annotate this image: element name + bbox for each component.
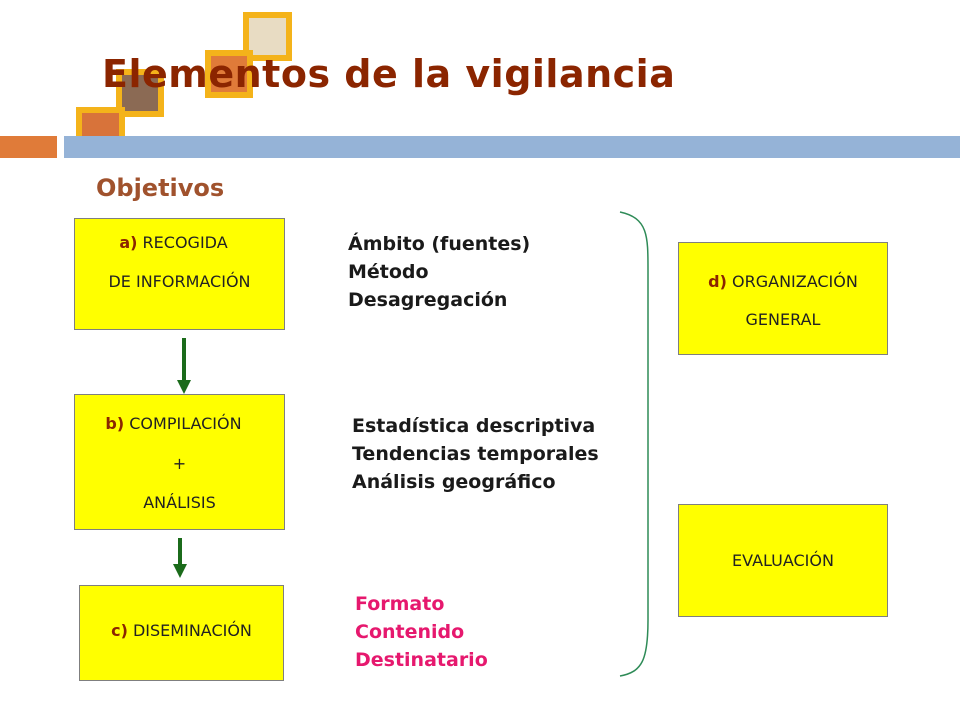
header-bar-orange	[0, 136, 57, 158]
list-item: Desagregación	[348, 289, 508, 311]
list-item: Formato	[355, 593, 445, 615]
box-organizacion-prefix: d)	[708, 272, 727, 291]
page-subtitle: Objetivos	[96, 174, 225, 202]
box-diseminacion-line1: DISEMINACIÓN	[132, 621, 252, 640]
page-title: Elementos de la vigilancia	[102, 52, 676, 96]
list-item: Tendencias temporales	[352, 443, 599, 465]
box-recogida: a) RECOGIDA DE INFORMACIÓN	[74, 218, 285, 330]
list-diseminacion: Formato Contenido Destinatario	[355, 590, 488, 674]
box-compilacion-line2: +	[172, 454, 187, 473]
list-item: Método	[348, 261, 429, 283]
list-recogida: Ámbito (fuentes) Método Desagregación	[348, 230, 530, 314]
list-item: Destinatario	[355, 649, 488, 671]
box-recogida-line2: DE INFORMACIÓN	[108, 272, 251, 291]
arrow-down-1	[177, 338, 191, 394]
box-diseminacion-prefix: c)	[111, 621, 128, 640]
box-evaluacion: EVALUACIÓN	[678, 504, 888, 617]
box-recogida-prefix: a)	[119, 233, 138, 252]
right-bracket	[619, 211, 649, 677]
list-item: Análisis geográfico	[352, 471, 556, 493]
box-organizacion: d) ORGANIZACIÓN GENERAL	[678, 242, 888, 355]
box-compilacion-prefix: b)	[105, 414, 125, 433]
box-evaluacion-line1: EVALUACIÓN	[732, 551, 834, 570]
box-compilacion-line3: ANÁLISIS	[143, 493, 216, 512]
box-organizacion-line1: ORGANIZACIÓN	[732, 272, 858, 291]
box-organizacion-line2: GENERAL	[745, 310, 821, 329]
box-recogida-line1: RECOGIDA	[142, 233, 228, 252]
list-item: Contenido	[355, 621, 465, 643]
box-diseminacion: c) DISEMINACIÓN	[79, 585, 284, 681]
list-analisis: Estadística descriptiva Tendencias tempo…	[352, 412, 599, 496]
box-compilacion: b) COMPILACIÓN + ANÁLISIS	[74, 394, 285, 530]
arrow-down-2	[173, 538, 187, 578]
deco-square-orange-top	[205, 50, 253, 98]
deco-square-brown	[116, 69, 164, 117]
box-compilacion-line1: COMPILACIÓN	[129, 414, 242, 433]
list-item: Estadística descriptiva	[352, 415, 596, 437]
header-bar-blue	[64, 136, 960, 158]
list-item: Ámbito (fuentes)	[348, 233, 531, 255]
